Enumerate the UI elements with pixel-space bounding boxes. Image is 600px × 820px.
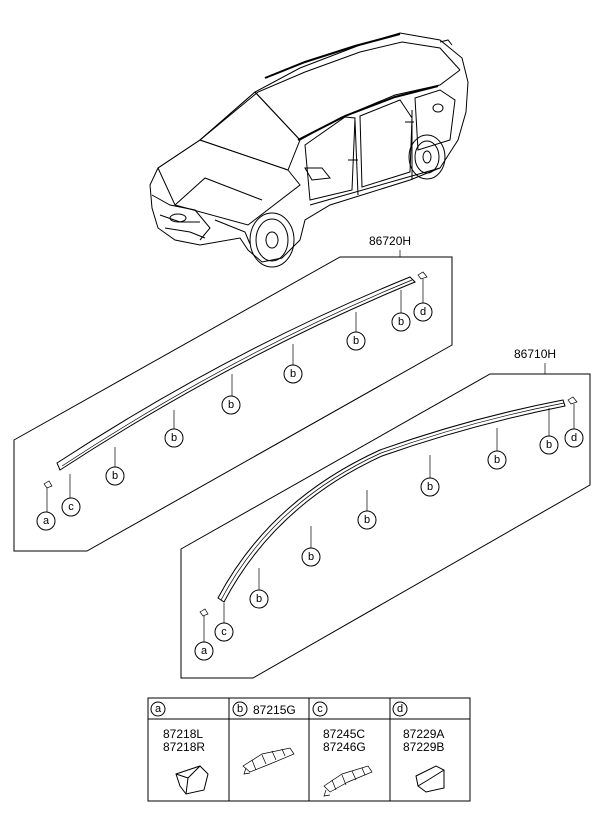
callout-b-upper-3: b: [221, 374, 241, 415]
assembly-86720H: 86720H: [13, 234, 453, 552]
callout-c-upper: c: [61, 474, 81, 517]
callout-b-lower-1: b: [249, 568, 269, 609]
part-87246G: 87246G: [323, 740, 366, 754]
callout-d-upper: d: [413, 279, 433, 322]
svg-text:a: a: [155, 703, 162, 715]
part-87215G: 87215G: [253, 703, 296, 717]
callout-d-lower: d: [564, 404, 584, 448]
callout-b-lower-6: b: [539, 408, 559, 455]
clip-c-icon: [323, 765, 373, 797]
assembly-86710H: 86710H: [180, 347, 591, 679]
part-87218R: 87218R: [163, 740, 205, 754]
svg-text:d: d: [571, 432, 577, 444]
sedan-car-icon: [149, 32, 469, 268]
svg-text:a: a: [43, 515, 50, 527]
svg-text:a: a: [201, 645, 208, 657]
callout-b-lower-4: b: [420, 455, 440, 497]
roof-molding-upper: [56, 276, 416, 471]
table-column-a: a 87218L 87218R: [150, 701, 209, 795]
part-87218L: 87218L: [163, 727, 203, 741]
clip-a-icon: [175, 765, 209, 795]
svg-text:d: d: [420, 306, 426, 318]
parts-table: a 87218L 87218R b 87215G c 87245C: [147, 697, 471, 802]
assembly-box-upper: [13, 256, 453, 552]
callout-b-lower-5: b: [487, 428, 507, 470]
clip-b-icon: [242, 747, 295, 775]
table-column-b: b 87215G: [232, 701, 296, 775]
svg-text:b: b: [290, 368, 296, 380]
part-number-86710H: 86710H: [514, 347, 556, 361]
svg-text:b: b: [353, 335, 359, 347]
callout-a-lower: a: [194, 616, 214, 661]
callout-b-upper-1: b: [105, 447, 125, 486]
svg-text:b: b: [308, 551, 314, 563]
svg-text:b: b: [494, 454, 500, 466]
clip-d-icon: [415, 765, 445, 793]
table-column-c: c 87245C 87246G: [312, 701, 373, 797]
svg-text:b: b: [112, 470, 118, 482]
svg-text:b: b: [171, 432, 177, 444]
callout-a-upper: a: [36, 488, 56, 531]
part-number-86720H: 86720H: [369, 234, 411, 248]
callout-b-lower-3: b: [357, 490, 377, 530]
callouts: a c b b b b b: [36, 279, 584, 661]
svg-text:b: b: [364, 514, 370, 526]
callout-b-lower-2: b: [301, 526, 321, 567]
callout-b-upper-5: b: [346, 312, 366, 351]
svg-text:d: d: [397, 703, 403, 715]
callout-b-upper-6: b: [391, 290, 411, 332]
svg-text:b: b: [427, 481, 433, 493]
svg-text:b: b: [256, 593, 262, 605]
svg-text:c: c: [317, 703, 323, 715]
part-87229B: 87229B: [403, 740, 444, 754]
svg-text:b: b: [398, 316, 404, 328]
table-column-d: d 87229A 87229B: [392, 701, 445, 793]
part-87245C: 87245C: [323, 727, 365, 741]
callout-b-upper-2: b: [164, 410, 184, 448]
svg-text:c: c: [221, 626, 227, 638]
part-87229A: 87229A: [403, 727, 444, 741]
callout-b-upper-4: b: [283, 344, 303, 384]
assembly-box-lower: [180, 373, 591, 679]
svg-text:b: b: [228, 399, 234, 411]
callout-c-lower: c: [214, 603, 234, 642]
svg-text:b: b: [237, 703, 243, 715]
svg-text:b: b: [546, 439, 552, 451]
svg-text:c: c: [68, 501, 74, 513]
